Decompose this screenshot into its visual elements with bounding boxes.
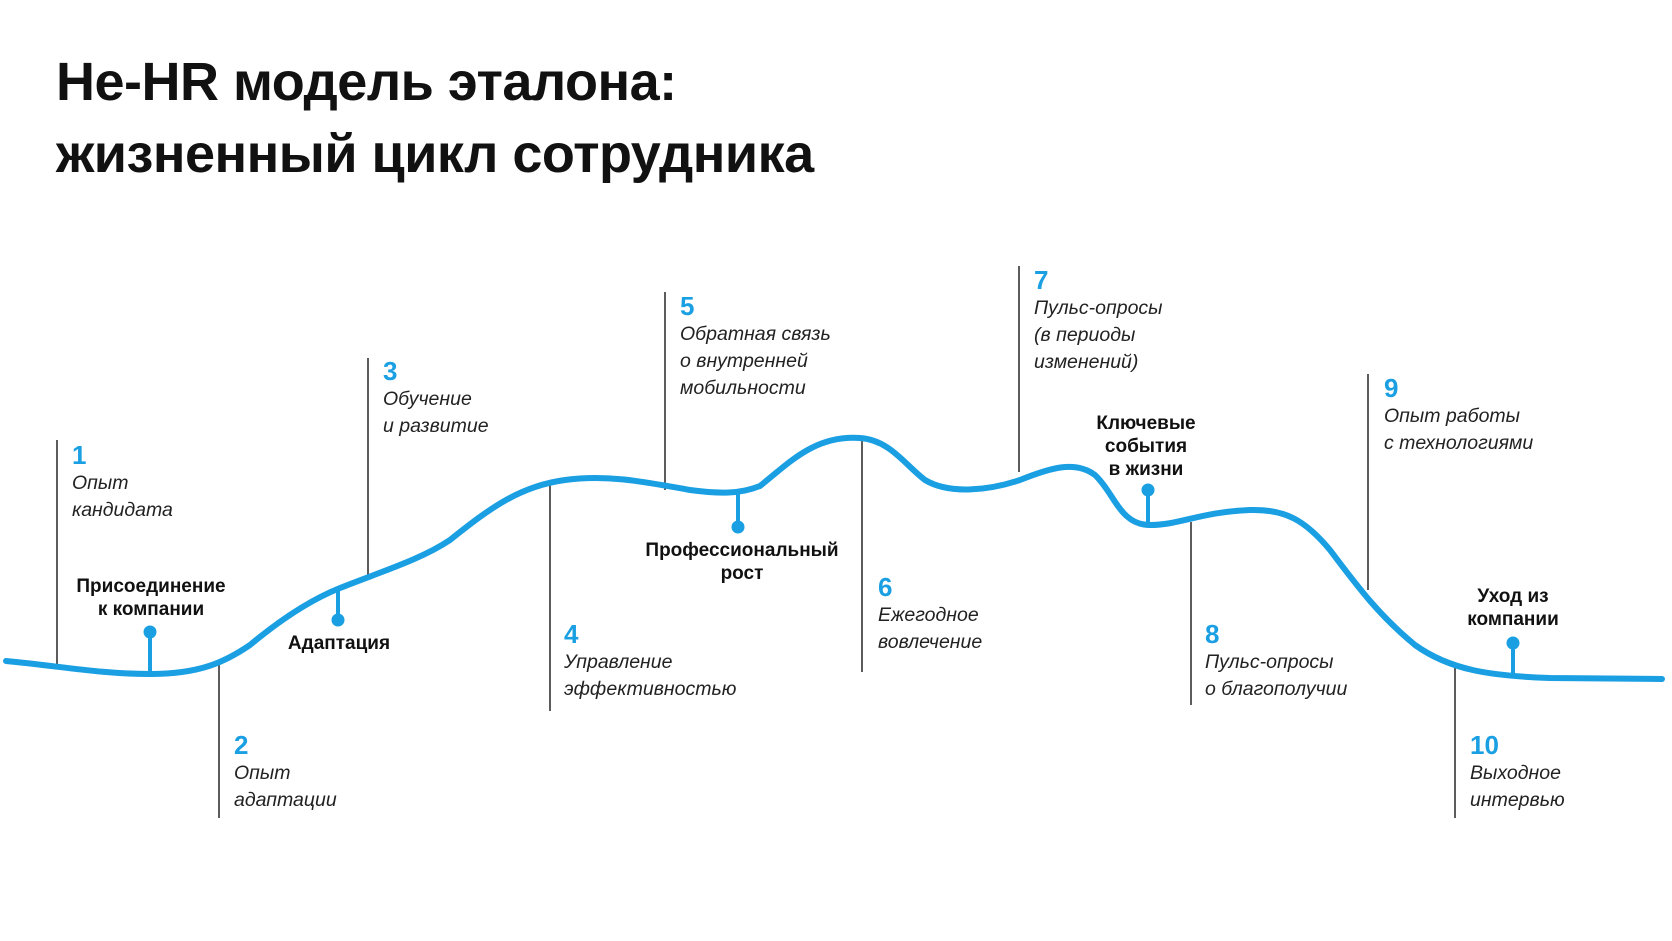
stage-1-number: 1 [72,440,87,470]
milestone-leaving-label: Уход из компании [1467,586,1559,630]
stage-2: 2 Опыт адаптации [234,730,337,814]
stage-4-label: Управление эффективностью [564,651,737,700]
stage-5-number: 5 [680,291,695,321]
milestone-life-events-label: Ключевые события в жизни [1096,413,1196,480]
stage-7: 7 Пульс-опросы (в периоды изменений) [1034,265,1163,376]
stage-9: 9 Опыт работы с технологиями [1384,373,1533,457]
stage-3-number: 3 [383,356,398,386]
title-line-1: Не-HR модель эталона: [56,52,677,112]
stage-1: 1 Опыт кандидата [72,440,173,524]
milestone-pin-life-events [1141,483,1155,522]
stage-9-label: Опыт работы с технологиями [1384,405,1534,454]
milestone-pin-leaving [1506,636,1520,675]
stage-2-label: Опыт адаптации [234,762,337,811]
stage-3: 3 Обучение и развитие [383,356,489,440]
title-line-2: жизненный цикл сотрудника [56,124,814,184]
milestone-pin-professional-growth [731,493,745,534]
stage-8: 8 Пульс-опросы о благополучии [1205,619,1347,703]
stage-8-number: 8 [1205,619,1220,649]
stage-10-label: Выходное интервью [1470,762,1565,811]
milestone-pin-joining [143,625,157,672]
stage-dividers [56,266,1456,818]
stage-7-number: 7 [1034,265,1049,295]
stage-8-label: Пульс-опросы о благополучии [1205,651,1348,700]
stage-2-number: 2 [234,730,249,760]
stage-10-number: 10 [1470,730,1499,760]
milestone-professional-growth-label: Профессиональный рост [645,540,839,584]
lifecycle-curve [3,434,1665,682]
stage-5-label: Обратная связь о внутренней мобильности [680,323,831,399]
stage-4: 4 Управление эффективностью [564,619,736,703]
stage-9-number: 9 [1384,373,1399,403]
milestone-joining-label: Присоединение к компании [76,576,226,620]
stage-5: 5 Обратная связь о внутренней мобильност… [680,291,831,402]
stage-3-label: Обучение и развитие [383,388,489,437]
stage-10: 10 Выходное интервью [1470,730,1565,814]
milestone-adaptation-label: Адаптация [287,633,391,654]
stage-6-number: 6 [878,572,893,602]
milestone-pins [143,483,1520,675]
stage-6: 6 Ежегодное вовлечение [878,572,982,656]
stage-7-label: Пульс-опросы (в периоды изменений) [1034,297,1163,373]
stage-1-label: Опыт кандидата [72,472,173,521]
stage-4-number: 4 [564,619,579,649]
page-title: Не-HR модель эталона: жизненный цикл сот… [56,46,814,190]
milestone-pin-adaptation [331,590,345,627]
stage-6-label: Ежегодное вовлечение [878,604,983,653]
